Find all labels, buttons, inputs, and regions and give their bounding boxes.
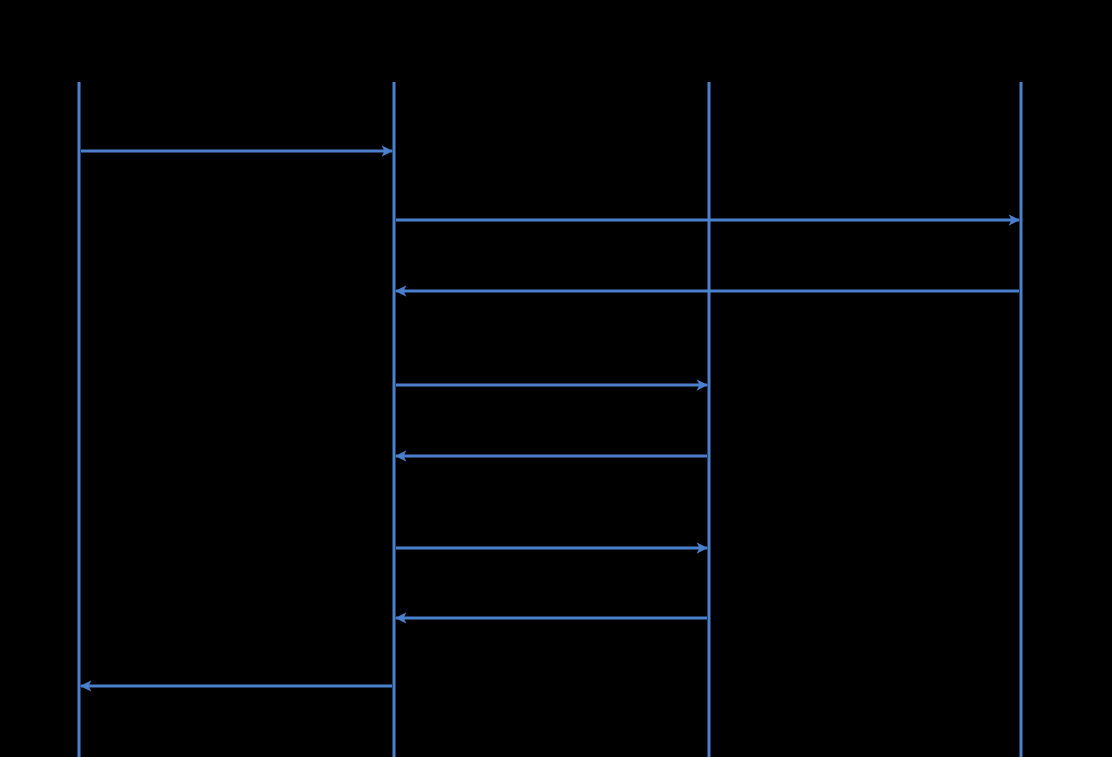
lifelines-group	[77, 82, 1023, 757]
messages-group	[81, 151, 1019, 686]
